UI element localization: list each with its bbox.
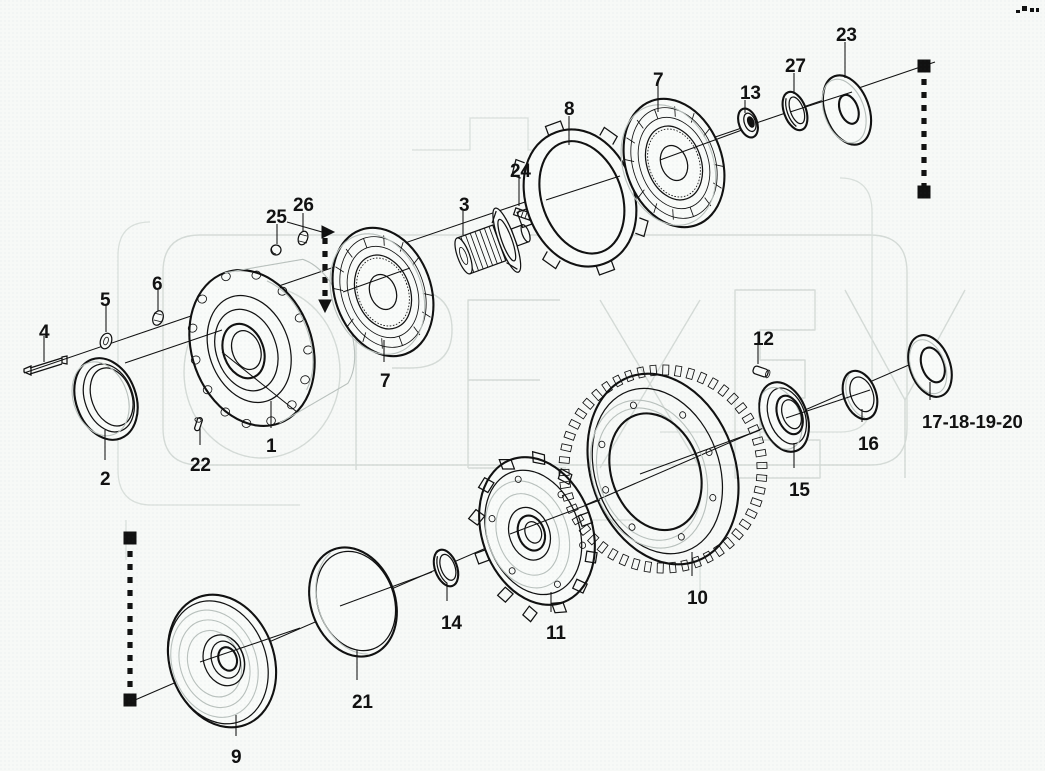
callout-label-23: 23 bbox=[836, 25, 857, 46]
part-16-shim-ring bbox=[841, 369, 879, 421]
part-7-friction-disc-right bbox=[620, 97, 726, 229]
callout-label-22: 22 bbox=[190, 455, 211, 476]
callout-pointer-lines bbox=[124, 91, 871, 663]
callout-label-14: 14 bbox=[441, 613, 462, 634]
part-25-ball bbox=[270, 244, 282, 256]
part-26-plug bbox=[297, 230, 309, 246]
corner-registration-mark bbox=[1016, 6, 1039, 13]
part-5-washer bbox=[99, 332, 113, 350]
part-21-o-ring bbox=[308, 546, 398, 658]
callout-label-1: 1 bbox=[266, 436, 277, 457]
callout-label-5: 5 bbox=[100, 290, 111, 311]
assembly-axis-lines bbox=[23, 61, 936, 701]
callout-label-16: 16 bbox=[858, 434, 879, 455]
part-23-thrust-washer bbox=[821, 74, 873, 146]
part-27-retaining-ring bbox=[781, 90, 809, 132]
callout-label-13: 13 bbox=[740, 83, 761, 104]
part-13-bearing bbox=[737, 107, 759, 139]
lower-dashed-bracket bbox=[123, 531, 137, 707]
part-15-tapered-bearing bbox=[757, 381, 810, 453]
part-2-oil-seal bbox=[71, 357, 139, 441]
callout-label-25: 25 bbox=[266, 207, 287, 228]
part-3-splined-shaft bbox=[454, 207, 531, 275]
upper-dashed-bracket bbox=[286, 59, 931, 314]
callout-label-2: 2 bbox=[100, 469, 111, 490]
callout-label-6: 6 bbox=[152, 274, 163, 295]
callout-label-24: 24 bbox=[510, 161, 531, 182]
callout-label-26: 26 bbox=[293, 195, 314, 216]
callout-label-4: 4 bbox=[39, 322, 50, 343]
part-4-bolt bbox=[23, 355, 68, 376]
callout-label-11: 11 bbox=[546, 623, 566, 644]
part-22-dowel-pin bbox=[193, 417, 204, 432]
part-1-hub-carrier-housing bbox=[187, 258, 356, 428]
callout-label-10: 10 bbox=[687, 588, 708, 609]
part-7-friction-disc-left bbox=[329, 226, 435, 358]
callout-label-7-right: 7 bbox=[653, 70, 664, 91]
part-17-18-19-20-seal-kit bbox=[907, 334, 953, 398]
part-10-ring-gear bbox=[558, 364, 768, 574]
part-12-dowel-pin bbox=[752, 365, 771, 379]
callout-label-9: 9 bbox=[231, 747, 242, 768]
callout-label-8: 8 bbox=[564, 99, 575, 120]
callout-label-12: 12 bbox=[753, 329, 774, 350]
callout-label-7-left: 7 bbox=[380, 371, 391, 392]
callout-label-27: 27 bbox=[785, 56, 806, 77]
callout-label-3: 3 bbox=[459, 195, 470, 216]
callout-leader-lines bbox=[43, 42, 931, 736]
part-14-snap-ring bbox=[432, 548, 460, 588]
callout-label-21: 21 bbox=[352, 692, 373, 713]
callout-label-17-18-19-20: 17-18-19-20 bbox=[922, 411, 1023, 432]
part-6-nut bbox=[152, 310, 164, 326]
callout-label-15: 15 bbox=[789, 480, 810, 501]
part-9-brake-drum bbox=[166, 593, 278, 729]
